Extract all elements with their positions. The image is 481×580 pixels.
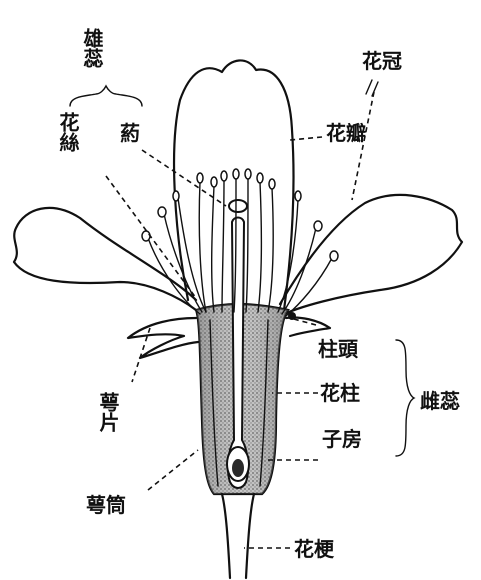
label-pedicel: 花梗 <box>294 537 335 561</box>
stigma <box>229 200 247 212</box>
label-petal: 花瓣 <box>326 121 366 145</box>
petal-left <box>14 208 196 310</box>
petal-right <box>280 195 462 316</box>
label-ovary: 子房 <box>322 427 362 451</box>
pistil-bracket <box>396 340 414 456</box>
label-sepal: 萼片 <box>96 391 120 433</box>
label-corolla: 花冠 <box>362 49 402 73</box>
label-anther: 葯 <box>120 121 140 145</box>
label-pistil: 雌蕊 <box>420 389 460 413</box>
label-filament: 花絲 <box>56 112 80 152</box>
sepal-left <box>128 318 198 358</box>
stamen-bracket <box>70 86 142 106</box>
pedicel <box>222 494 254 578</box>
label-style: 花柱 <box>320 381 360 405</box>
label-stamen: 雄蕊 <box>80 27 104 68</box>
sepal-right <box>286 317 330 336</box>
ovule <box>232 459 244 477</box>
label-stigma: 柱頭 <box>318 337 359 361</box>
corolla-equals <box>366 80 378 96</box>
label-calyx-tube: 萼筒 <box>86 493 126 517</box>
